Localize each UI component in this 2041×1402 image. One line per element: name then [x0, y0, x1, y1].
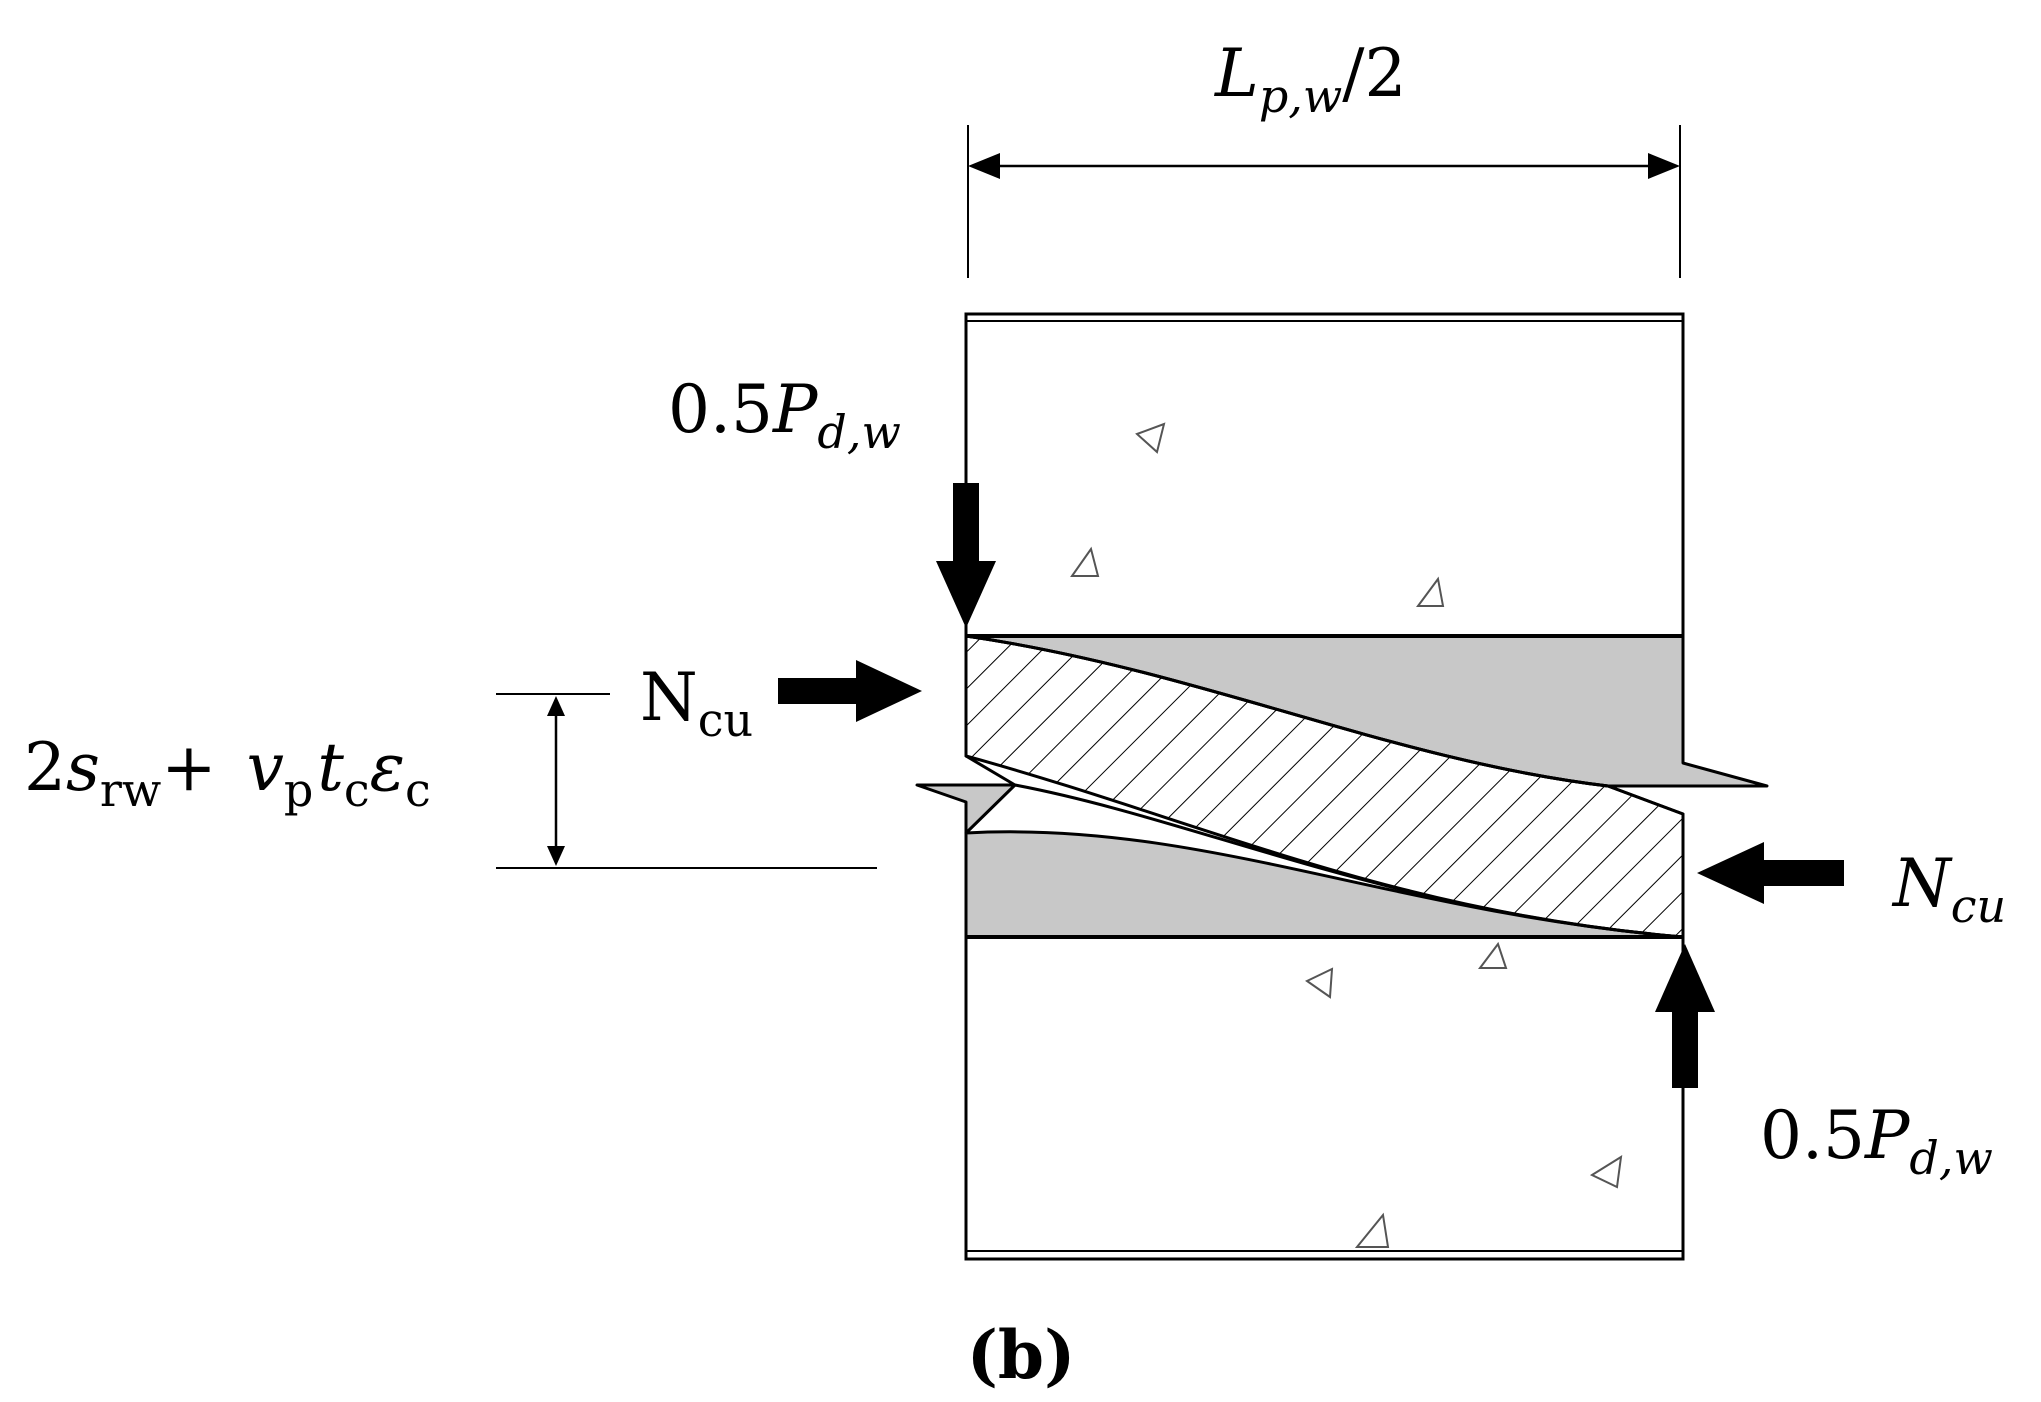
axial-arrow-left — [778, 660, 922, 722]
gap-dimension — [496, 693, 877, 869]
axial-label-left: Ncu — [640, 659, 753, 747]
arrow-shaft — [778, 678, 858, 704]
arrow-head — [1697, 842, 1764, 904]
axial-arrow-right — [1697, 842, 1844, 904]
panel-label: (b) — [967, 1316, 1076, 1394]
aggregate — [1589, 1155, 1623, 1189]
upper-aggregates — [1070, 422, 1445, 607]
axial-label-right: Ncu — [1891, 845, 2006, 933]
upper-block-outline — [964, 312, 1685, 638]
dimension-label: Lp,w/2 — [1214, 35, 1407, 123]
aggregate — [1135, 422, 1166, 454]
load-arrow-bottom — [1655, 944, 1715, 1088]
gap-label: 2srw+vptcεc — [24, 729, 431, 817]
arrow-shaft — [1762, 860, 1844, 886]
load-arrow-top — [936, 483, 996, 628]
aggregate — [1305, 967, 1334, 999]
arrow-head — [936, 561, 996, 628]
arrow-shaft — [953, 483, 979, 563]
arrow-shaft — [1672, 1010, 1698, 1088]
aggregate — [1416, 576, 1445, 607]
arrow-head — [1655, 944, 1715, 1012]
load-label-bottom: 0.5Pd,w — [1760, 1097, 1993, 1185]
lower-aggregates — [1305, 941, 1623, 1248]
aggregate — [1478, 941, 1508, 969]
aggregate — [1354, 1212, 1390, 1248]
aggregate — [1070, 546, 1100, 577]
dimension-arrow-left — [968, 153, 1000, 179]
lower-concrete-block — [964, 935, 1685, 1261]
load-label-top: 0.5Pd,w — [668, 371, 901, 459]
dimension-span: Lp,w/2 — [967, 35, 1681, 278]
gap-arrow-bottom — [547, 846, 565, 866]
upper-concrete-block — [964, 312, 1685, 638]
dimension-arrow-right — [1648, 153, 1680, 179]
arrow-head — [856, 660, 922, 722]
shear-interface-zone — [915, 634, 1769, 939]
gap-arrow-top — [547, 696, 565, 716]
lower-block-outline — [964, 935, 1685, 1261]
